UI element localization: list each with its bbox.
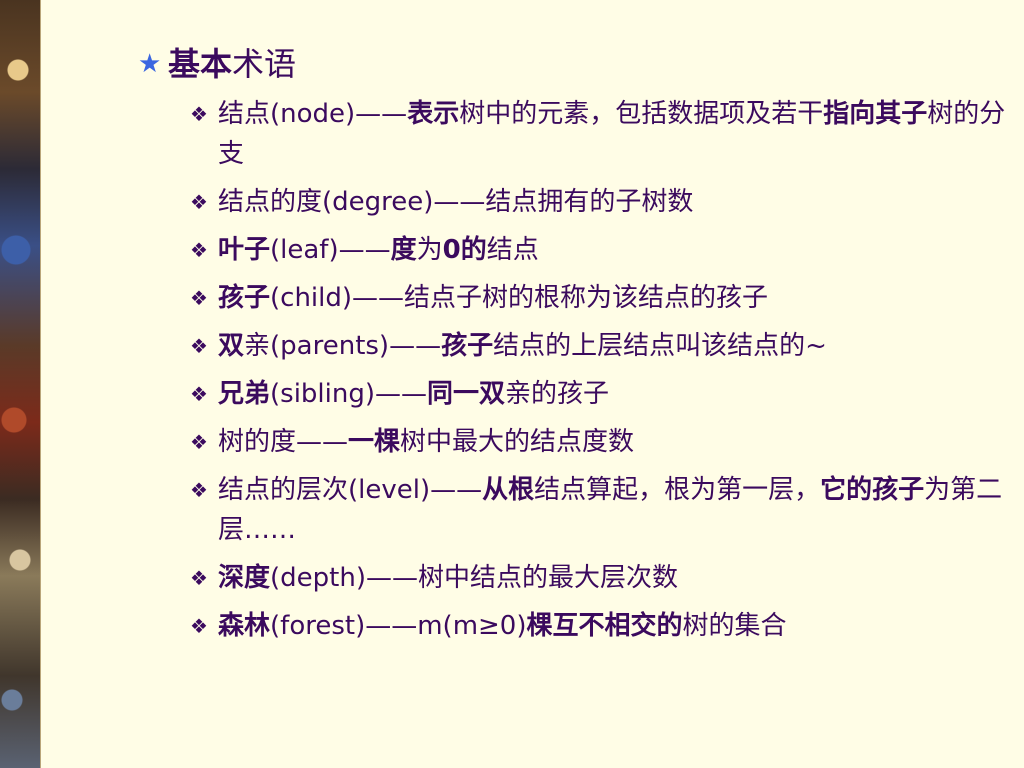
- term-list: ❖ 结点(node)——表示树中的元素，包括数据项及若干指向其子树的分支 ❖ 结点的度…: [138, 94, 1008, 646]
- list-item: ❖ 双亲(parents)——孩子结点的上层结点叫该结点的~: [190, 326, 1008, 366]
- diamond-bullet-icon: ❖: [190, 238, 208, 262]
- emphasis-text: 双: [218, 331, 245, 361]
- heading-rest: 术语: [232, 45, 297, 83]
- diamond-bullet-icon: ❖: [190, 478, 208, 502]
- heading-bold: 基本: [168, 45, 233, 83]
- text-segment: 亲(parents)——: [244, 331, 442, 361]
- emphasis-text: 棵互不相交的: [526, 611, 683, 641]
- diamond-bullet-icon: ❖: [190, 334, 208, 358]
- diamond-bullet-icon: ❖: [190, 430, 208, 454]
- list-item-text: 结点(node)——表示树中的元素，包括数据项及若干指向其子树的分支: [218, 94, 1008, 174]
- emphasis-text: 表示: [407, 99, 460, 129]
- emphasis-text: 度: [390, 235, 417, 265]
- emphasis-text: 森林: [218, 611, 271, 641]
- list-item: ❖ 结点的度(degree)——结点拥有的子树数: [190, 182, 1008, 222]
- text-segment: (depth)——树中结点的最大层次数: [270, 563, 678, 593]
- text-segment: (forest)——m(m≥0): [270, 611, 527, 641]
- text-segment: 结点的上层结点叫该结点的~: [493, 331, 827, 361]
- list-item: ❖ 森林(forest)——m(m≥0)棵互不相交的树的集合: [190, 606, 1008, 646]
- emphasis-text: 一棵: [348, 427, 401, 457]
- diamond-bullet-icon: ❖: [190, 614, 208, 638]
- list-item: ❖ 结点(node)——表示树中的元素，包括数据项及若干指向其子树的分支: [190, 94, 1008, 174]
- list-item-text: 叶子(leaf)——度为0的结点: [218, 230, 1008, 270]
- text-segment: 树的集合: [682, 611, 787, 641]
- list-item: ❖ 兄弟(sibling)——同一双亲的孩子: [190, 374, 1008, 414]
- diamond-bullet-icon: ❖: [190, 382, 208, 406]
- text-segment: 树中的元素，包括数据项及若干: [459, 99, 824, 129]
- emphasis-text: 从根: [482, 475, 535, 505]
- text-segment: (child)——结点子树的根称为该结点的孩子: [270, 283, 769, 313]
- slide-content: ★ 基本术语 ❖结点(node)——表示树中的元素，包括数据项及若干指向其子树的…: [138, 38, 1008, 654]
- list-item-text: 兄弟(sibling)——同一双亲的孩子: [218, 374, 1008, 414]
- text-segment: (sibling)——: [270, 379, 428, 409]
- list-item-text: 结点的层次(level)——从根结点算起，根为第一层，它的孩子为第二层……: [218, 470, 1008, 550]
- text-segment: 树中最大的结点度数: [400, 427, 635, 457]
- text-segment: 为: [416, 235, 443, 265]
- text-segment: 树的度——: [218, 427, 349, 457]
- text-segment: 结点的度(degree)——结点拥有的子树数: [218, 187, 694, 217]
- slide-heading: ★ 基本术语: [138, 38, 1008, 90]
- list-item: ❖ 叶子(leaf)——度为0的结点: [190, 230, 1008, 270]
- list-item-text: 双亲(parents)——孩子结点的上层结点叫该结点的~: [218, 326, 1008, 366]
- star-icon: ★: [138, 49, 162, 79]
- diamond-bullet-icon: ❖: [190, 286, 208, 310]
- diamond-bullet-icon: ❖: [190, 566, 208, 590]
- emphasis-text: 它的孩子: [820, 475, 925, 505]
- list-item-text: 深度(depth)——树中结点的最大层次数: [218, 558, 1008, 598]
- list-item-text: 树的度——一棵树中最大的结点度数: [218, 422, 1008, 462]
- list-item-text: 孩子(child)——结点子树的根称为该结点的孩子: [218, 278, 1008, 318]
- diamond-bullet-icon: ❖: [190, 190, 208, 214]
- diamond-bullet-icon: ❖: [190, 102, 208, 126]
- text-segment: 亲的孩子: [505, 379, 610, 409]
- emphasis-text: 孩子: [218, 283, 271, 313]
- emphasis-text: 同一双: [427, 379, 506, 409]
- list-item: ❖ 深度(depth)——树中结点的最大层次数: [190, 558, 1008, 598]
- emphasis-text: 叶子: [218, 235, 271, 265]
- emphasis-text: 指向其子: [823, 99, 928, 129]
- list-item: ❖ 树的度——一棵树中最大的结点度数: [190, 422, 1008, 462]
- text-segment: 结点算起，根为第一层，: [534, 475, 821, 505]
- list-item: ❖ 孩子(child)——结点子树的根称为该结点的孩子: [190, 278, 1008, 318]
- text-segment: 树的分支: [218, 99, 1006, 169]
- emphasis-text: 深度: [218, 563, 271, 593]
- text-segment: 结点: [486, 235, 539, 265]
- list-item: ❖ 结点的层次(level)——从根结点算起，根为第一层，它的孩子为第二层……: [190, 470, 1008, 550]
- list-item-text: 结点的度(degree)——结点拥有的子树数: [218, 182, 1008, 222]
- text-segment: 结点(node)——: [218, 99, 408, 129]
- text-segment: 结点的层次(level)——: [218, 475, 483, 505]
- list-item-text: 森林(forest)——m(m≥0)棵互不相交的树的集合: [218, 606, 1008, 646]
- emphasis-text: 兄弟: [218, 379, 271, 409]
- text-segment: (leaf)——: [270, 235, 391, 265]
- text-segment: 为第二层……: [218, 475, 1003, 545]
- decorative-side-strip: [0, 0, 41, 768]
- emphasis-text: 0的: [442, 235, 487, 265]
- emphasis-text: 孩子: [441, 331, 494, 361]
